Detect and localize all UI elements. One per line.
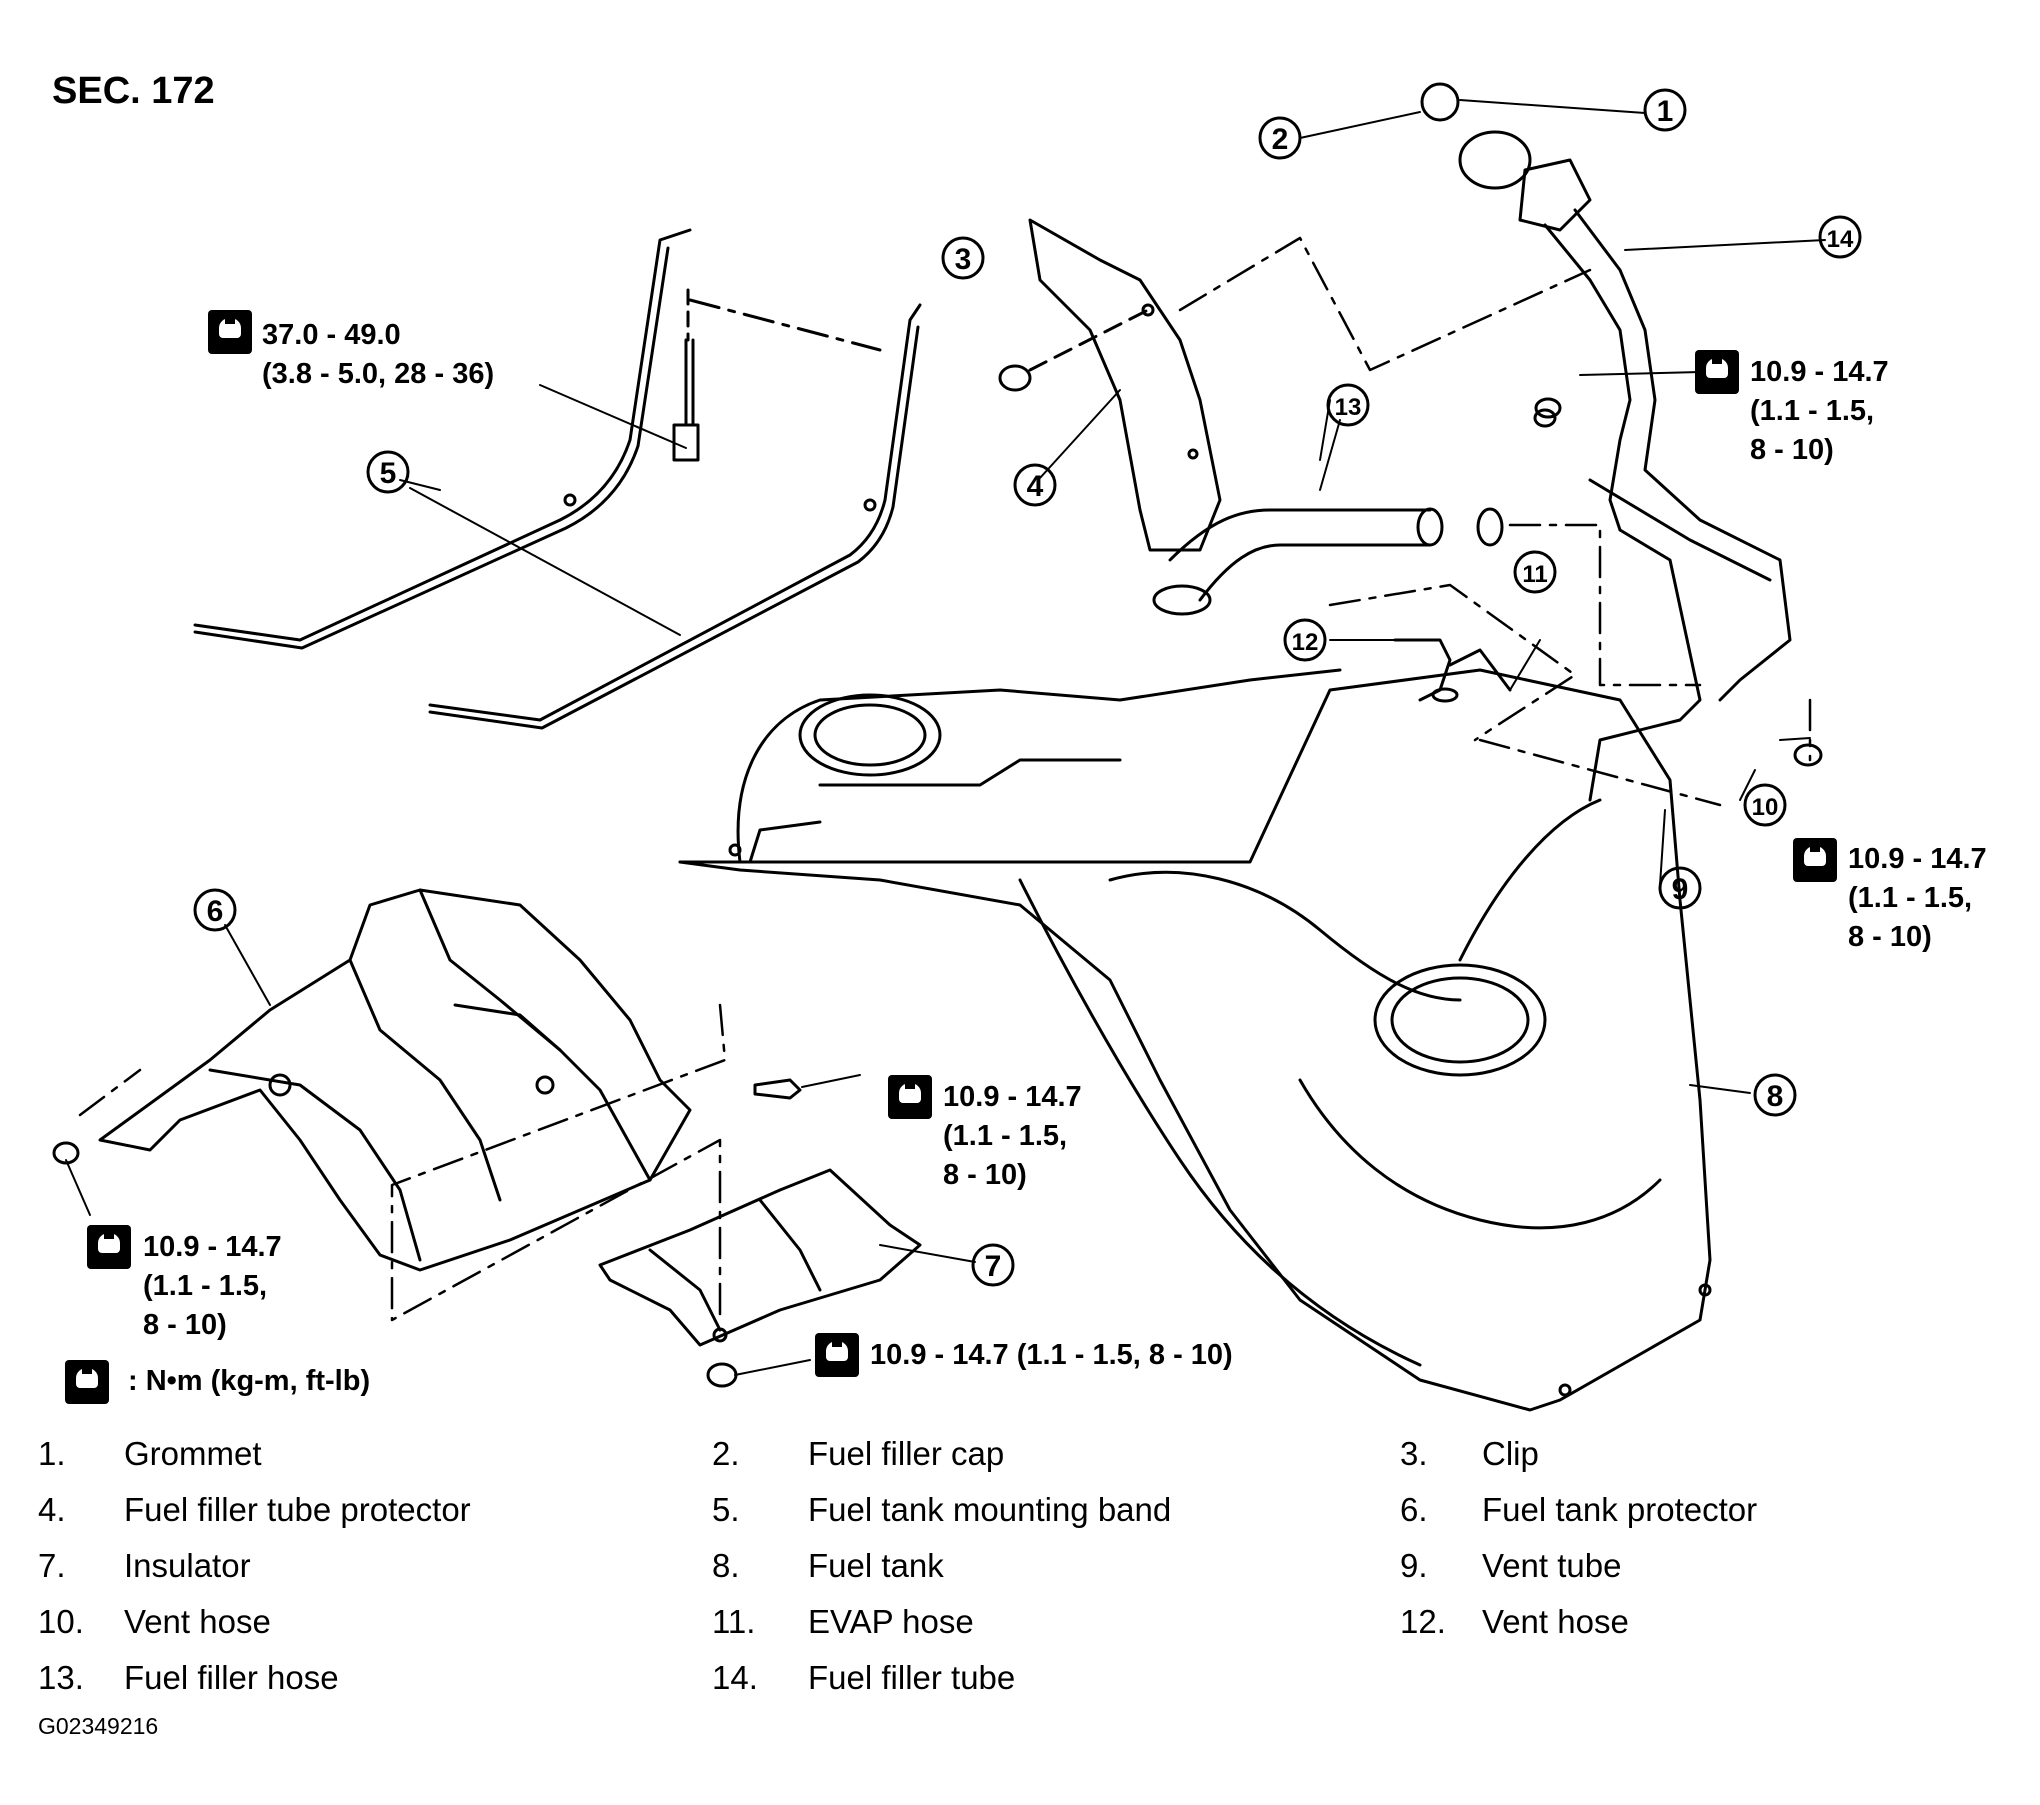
svg-text:14: 14 — [1827, 226, 1854, 253]
nuts-drawing — [52, 397, 1823, 1388]
torque-unit-legend: : N•m (kg-m, ft-lb) — [128, 1365, 371, 1397]
svg-text:8: 8 — [1767, 1080, 1784, 1113]
exploded-view-diagram: 1 2 3 4 5 6 7 8 9 10 11 12 13 14 — [52, 82, 1862, 1412]
dashed-leaders — [78, 236, 1812, 1322]
svg-text:11: 11 — [1522, 561, 1547, 588]
callout-14: 14 — [1818, 215, 1862, 259]
torque-spec-protector-bolt: 10.9 - 14.7 (1.1 - 1.5, 8 - 10) — [943, 1081, 1082, 1191]
torque-wrench-icon — [1793, 838, 1837, 882]
band-bolt-drawing — [672, 288, 882, 462]
filler-hose-drawing — [1152, 507, 1504, 616]
callout-8: 8 — [1753, 1073, 1797, 1117]
tank-protector-drawing — [98, 888, 802, 1272]
svg-text:7: 7 — [985, 1250, 1002, 1283]
torque-spec-insulator-nut: 10.9 - 14.7 (1.1 - 1.5, 8 - 10) — [870, 1339, 1233, 1371]
filler-tube-drawing — [1420, 82, 1792, 802]
figure-id: G02349216 — [38, 1713, 159, 1739]
clip-drawing — [998, 308, 1150, 392]
torque-wrench-icon — [815, 1333, 859, 1377]
torque-wrench-icon — [1695, 350, 1739, 394]
mounting-band-drawing — [193, 228, 922, 730]
torque-wrench-icon — [87, 1225, 131, 1269]
torque-spec-band-bolt: 37.0 - 49.0 (3.8 - 5.0, 28 - 36) — [262, 319, 495, 390]
callout-12: 12 — [1283, 618, 1327, 662]
svg-text:6: 6 — [207, 895, 224, 928]
callout-13: 13 — [1326, 383, 1370, 427]
svg-text:12: 12 — [1292, 629, 1319, 656]
callout-9: 9 — [1658, 866, 1702, 910]
svg-text:4: 4 — [1027, 470, 1044, 503]
insulator-drawing — [598, 1168, 922, 1347]
callout-7: 7 — [971, 1243, 1015, 1287]
callout-6: 6 — [193, 888, 237, 932]
callout-1: 1 — [1643, 88, 1687, 132]
section-label: SEC. 172 — [52, 70, 215, 112]
torque-spec-filler-tube-bolt: 10.9 - 14.7 (1.1 - 1.5, 8 - 10) — [1750, 356, 1889, 466]
svg-text:5: 5 — [380, 457, 397, 490]
callout-3: 3 — [941, 236, 985, 280]
callout-leaders — [65, 99, 1826, 1376]
torque-spec-protector-nut: 10.9 - 14.7 (1.1 - 1.5, 8 - 10) — [143, 1231, 282, 1341]
torque-legend-icon — [65, 1360, 109, 1404]
fuel-tank-drawing — [678, 668, 1712, 1412]
evap-hose-drawing — [1393, 638, 1512, 703]
torque-spec-tank-right-nut: 10.9 - 14.7 (1.1 - 1.5, 8 - 10) — [1848, 843, 1987, 953]
svg-text:9: 9 — [1672, 873, 1689, 906]
svg-text:2: 2 — [1272, 123, 1289, 156]
svg-text:10: 10 — [1752, 794, 1779, 821]
svg-text:1: 1 — [1657, 95, 1674, 128]
callout-11: 11 — [1513, 550, 1557, 594]
torque-wrench-icon — [208, 310, 252, 354]
filler-tube-protector-drawing — [1028, 218, 1222, 552]
torque-wrench-icon — [888, 1075, 932, 1119]
callout-4: 4 — [1013, 463, 1057, 507]
callout-2: 2 — [1258, 116, 1302, 160]
callout-markers: 1 2 3 4 5 6 7 8 9 10 11 12 13 14 — [193, 88, 1862, 1287]
callout-10: 10 — [1743, 783, 1787, 827]
svg-text:13: 13 — [1335, 394, 1362, 421]
svg-text:3: 3 — [955, 243, 972, 276]
callout-5: 5 — [366, 450, 410, 494]
